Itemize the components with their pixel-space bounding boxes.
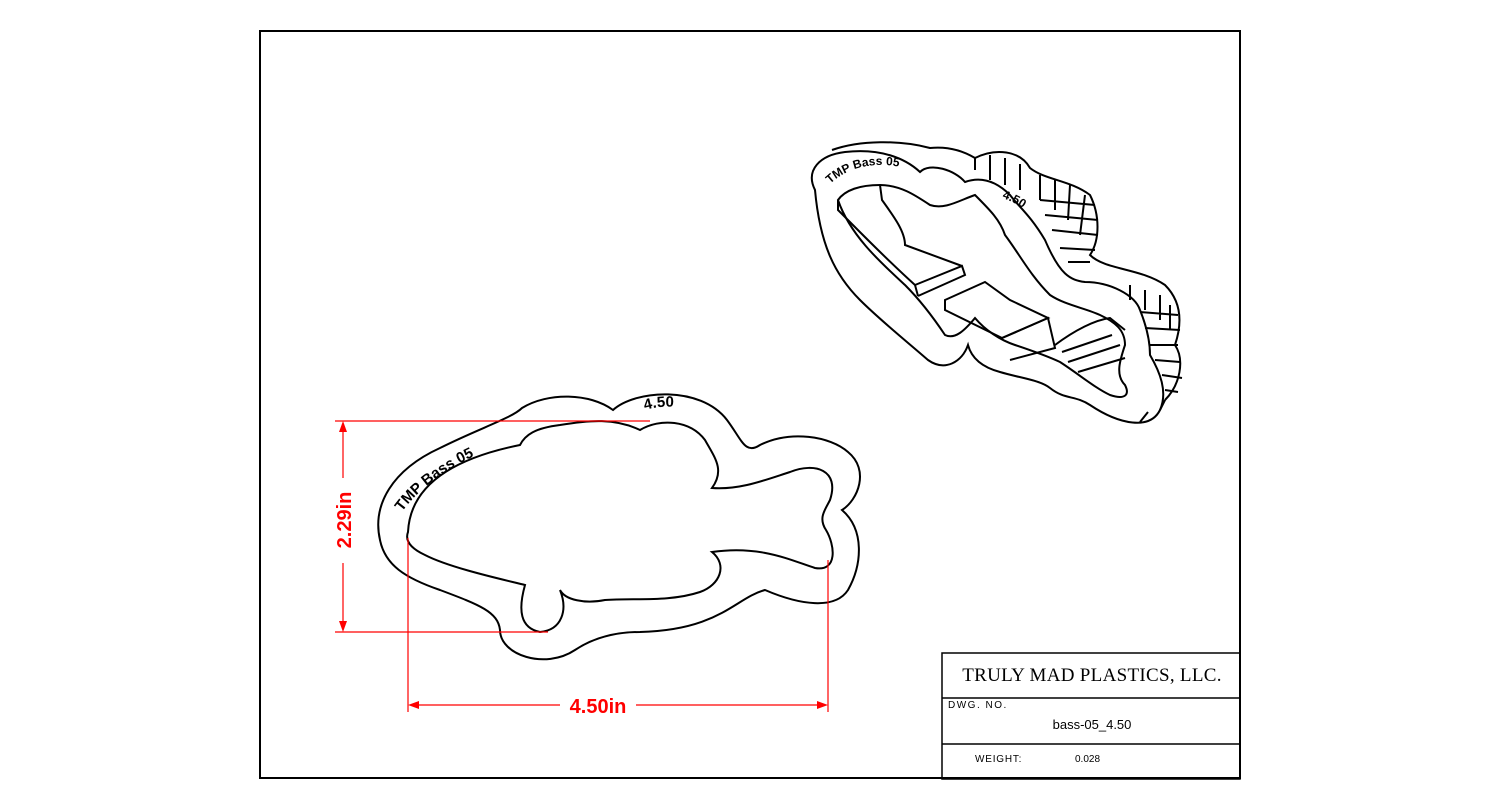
title-block (941, 652, 1241, 780)
width-dimension-label: 4.50in (570, 696, 627, 718)
title-block-dwg-no-value: bass-05_4.50 (1052, 717, 1132, 732)
fish-front-view (377, 393, 862, 661)
drawing-sheet-border (259, 30, 1241, 779)
front-engraving-name: TMP Bass 05 (392, 444, 476, 514)
iso-engraving-name: TMP Bass 05 (823, 154, 901, 186)
title-block-company: TRULY MAD PLASTICS, LLC. (962, 665, 1222, 686)
iso-engraving-size: 4.50 (1001, 188, 1029, 211)
title-block-dwg-no-label: DWG. NO. (948, 700, 1008, 711)
front-engraving-size: 4.50 (642, 394, 674, 414)
width-dimension (407, 538, 829, 712)
title-block-weight-value: 0.028 (1075, 754, 1101, 765)
height-dimension (335, 420, 650, 633)
title-block-weight-label: WEIGHT: (975, 754, 1023, 765)
height-dimension-label: 2.29in (334, 492, 356, 549)
fish-isometric-view (810, 141, 1183, 424)
